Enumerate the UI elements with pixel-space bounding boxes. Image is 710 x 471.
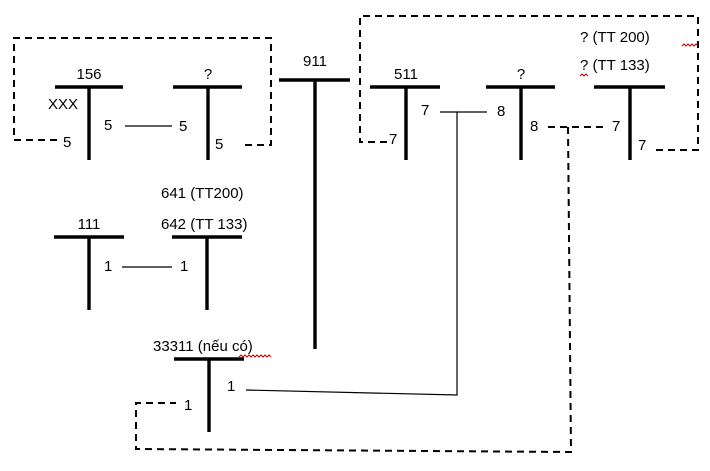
account-code: 111 bbox=[78, 216, 101, 233]
t-account-33311: 33311 (nếu có) 1 1 bbox=[153, 338, 253, 432]
t-account-111: 111 1 bbox=[54, 216, 124, 310]
t-account-511: 511 7 7 bbox=[370, 66, 440, 160]
account-code: 911 bbox=[303, 53, 327, 70]
link-33311-vat bbox=[245, 111, 487, 396]
account-code-tt200: ? (TT 200) bbox=[580, 29, 650, 46]
credit-value: 1 bbox=[227, 378, 235, 395]
debit-value: 7 bbox=[389, 131, 397, 148]
credit-value: 7 bbox=[421, 102, 429, 119]
credit-value: 7 bbox=[638, 137, 646, 154]
spellcheck-squiggle bbox=[579, 73, 589, 77]
debit-value: 5 bbox=[179, 118, 187, 135]
dashed-return-path bbox=[135, 126, 573, 454]
t-account-911: 911 bbox=[279, 53, 350, 349]
credit-value: 1 bbox=[104, 258, 112, 275]
account-code-tt200: 641 (TT200) bbox=[161, 185, 244, 202]
t-account-641-642: 641 (TT200) 642 (TT 133) 1 bbox=[161, 185, 247, 310]
t-account-156-counter: ? 5 5 bbox=[173, 66, 242, 160]
account-code: ? bbox=[517, 66, 525, 83]
debit-value: 7 bbox=[612, 118, 620, 135]
spellcheck-squiggle bbox=[681, 43, 699, 47]
t-account-expense: ? (TT 200) ? (TT 133) 7 7 bbox=[580, 29, 665, 160]
t-account-511-counter: ? 8 8 bbox=[486, 66, 555, 160]
spellcheck-squiggle bbox=[238, 354, 272, 358]
entry-label: XXX bbox=[48, 96, 78, 113]
account-code: 511 bbox=[394, 66, 418, 83]
account-code-tt133: ? (TT 133) bbox=[580, 57, 650, 74]
account-code: 156 bbox=[76, 66, 101, 83]
debit-value: 1 bbox=[184, 397, 192, 414]
dashed-group-156 bbox=[13, 37, 272, 146]
debit-value: 8 bbox=[497, 103, 505, 120]
credit-value: 8 bbox=[530, 118, 538, 135]
debit-value: 1 bbox=[180, 258, 188, 275]
account-code: 33311 (nếu có) bbox=[153, 338, 253, 355]
credit-value: 5 bbox=[215, 136, 223, 153]
account-code: ? bbox=[204, 66, 212, 83]
credit-value: 5 bbox=[104, 117, 112, 134]
account-code-tt133: 642 (TT 133) bbox=[161, 216, 247, 233]
debit-value: 5 bbox=[63, 134, 71, 151]
t-account-156: 156 XXX 5 5 bbox=[48, 66, 123, 160]
